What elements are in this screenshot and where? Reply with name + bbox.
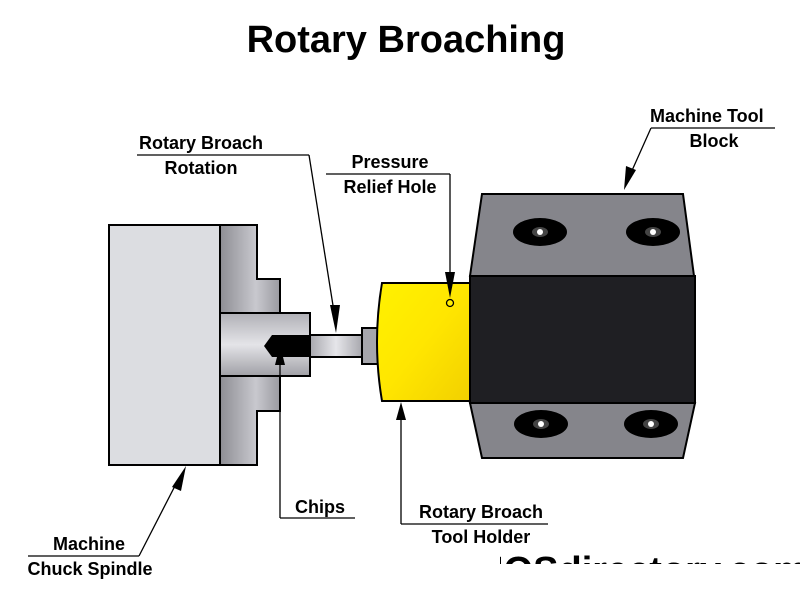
callout-rotary-broach-rotation: Rotary Broach Rotation [137,133,340,333]
svg-text:Relief Hole: Relief Hole [343,177,436,197]
bolt-hole-icon [513,218,567,246]
watermark: IQSdirectory.com [493,550,800,592]
callout-rotary-broach-tool-holder: Rotary Broach Tool Holder [396,402,548,547]
svg-text:Machine Tool: Machine Tool [650,106,764,126]
svg-text:Pressure: Pressure [351,152,428,172]
arrow-icon [330,305,340,333]
svg-text:Chuck Spindle: Chuck Spindle [27,559,152,579]
svg-text:Rotation: Rotation [165,158,238,178]
bolt-hole-icon [626,218,680,246]
svg-text:Machine: Machine [53,534,125,554]
svg-text:Tool Holder: Tool Holder [432,527,531,547]
callout-chips: Chips [279,365,355,519]
arrow-icon [445,272,455,298]
machine-tool-block [468,193,697,459]
rotary-broach-tool-holder [376,282,471,402]
arrow-icon [396,402,406,420]
bolt-hole-icon [514,410,568,438]
callout-machine-tool-block: Machine Tool Block [624,106,775,190]
callout-machine-chuck-spindle: Machine Chuck Spindle [27,466,186,579]
svg-text:Chips: Chips [295,497,345,517]
arrow-icon [624,166,636,190]
chips-mark [275,357,285,365]
edge-mask [0,560,24,590]
callout-pressure-relief-hole: Pressure Relief Hole [326,152,455,298]
arrow-icon [172,466,186,491]
edge-mask [776,100,800,130]
svg-text:Rotary Broach: Rotary Broach [419,502,543,522]
svg-text:Block: Block [689,131,739,151]
bolt-hole-icon [624,410,678,438]
rotary-broach [264,327,380,365]
svg-text:Rotary Broach: Rotary Broach [139,133,263,153]
pressure-relief-hole [445,298,455,308]
diagram-title: Rotary Broaching [247,19,566,61]
